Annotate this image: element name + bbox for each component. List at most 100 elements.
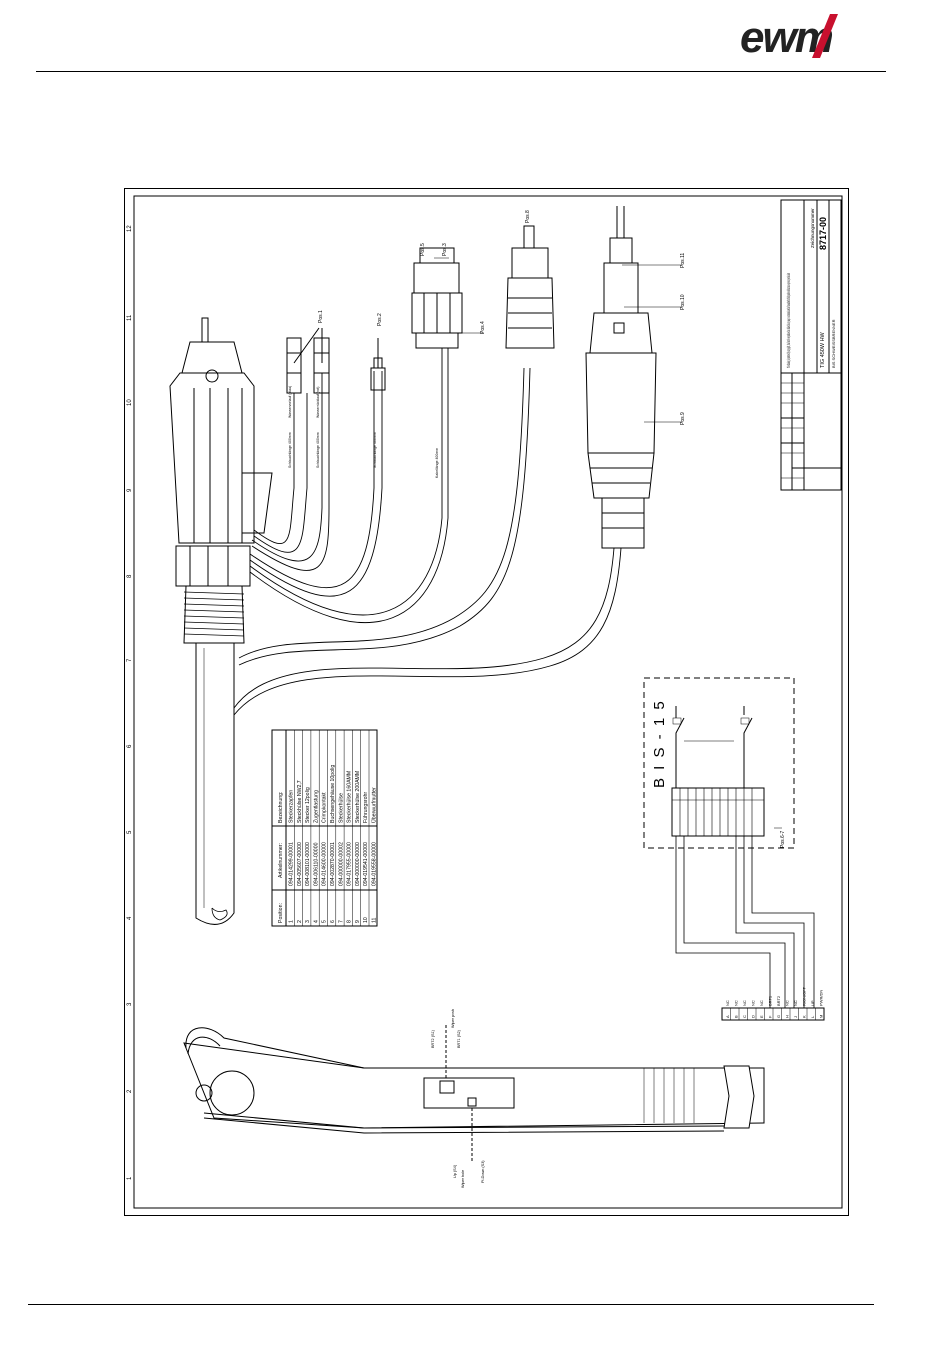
torch-label: Pl-Down (S3): [481, 1160, 485, 1183]
table-header: Artikelnummer:: [278, 843, 284, 878]
pin-note: NC: [751, 1000, 756, 1006]
torch-handle: BRT2 (S1) Wiper pvsh BRT1 (S2) Up (S4) W…: [183, 1009, 765, 1188]
table-cell: 094-019541-00000: [363, 842, 369, 886]
pin-note: NC: [742, 1000, 747, 1006]
pin-note: PWR/DN: [819, 990, 824, 1006]
table-cell: 094-019558-00000: [372, 842, 378, 886]
torch-label: Wiper hole: [461, 1170, 465, 1188]
grid-number: 2: [127, 1089, 133, 1093]
table-cell: 094-002870-00001: [330, 842, 336, 886]
table-cell: 094-005607-00000: [297, 842, 303, 886]
table-cell: 094-014299-00001: [289, 842, 295, 886]
table-cell: 1: [289, 920, 295, 923]
table-cell: 5: [322, 920, 328, 923]
pos-label: Pos.9: [680, 412, 686, 425]
table-header: Bezeichnung:: [278, 792, 284, 823]
torch-label: BRT2 (S1): [431, 1029, 435, 1048]
table-cell: 094-008101-00000: [305, 842, 311, 886]
cable-label: Schlauchlänge 400mm: [373, 432, 377, 468]
pin-note: NC: [734, 1000, 739, 1006]
grid-number: 9: [127, 488, 133, 492]
module-label: B I S - 1 5: [651, 699, 668, 788]
table-cell: Crimpkontakt: [322, 792, 328, 823]
torch-label: Up (S4): [453, 1164, 457, 1178]
gas-fitting: [370, 338, 386, 391]
sheet-inner-border: [133, 195, 843, 1209]
table-cell: Steckerhülse 200AMM: [355, 771, 361, 823]
cable-label: Schlauchlänge 400mm: [288, 432, 292, 468]
pos-label: Pos.11: [680, 253, 686, 268]
ewm-logo: ewm: [740, 14, 838, 58]
table-cell: Buchsengehäuse 10polig: [330, 765, 336, 823]
pin-label: G: [776, 1015, 781, 1018]
water-fittings: [286, 327, 330, 394]
pin-label: J: [793, 1016, 798, 1018]
pos-label: Pos.8: [525, 210, 531, 223]
pin-label: K: [802, 1015, 807, 1018]
pos-label: Pos.10: [680, 294, 686, 310]
table-cell: Steckerhülse: [338, 793, 344, 823]
pos-label: Pos.3: [442, 243, 448, 256]
pin-note: BRT2: [776, 995, 781, 1006]
control-connector: [411, 247, 463, 349]
torch-label: BRT1 (S2): [457, 1029, 461, 1048]
grid-number: 12: [127, 225, 133, 232]
table-cell: 094-000000-00002: [338, 842, 344, 886]
table-cell: Steckhülse NW2,7: [297, 780, 303, 823]
table-cell: 094-006110-00000: [313, 842, 319, 886]
parts-table: Position: Artikelnummer: Bezeichnung: 1 0…: [271, 729, 378, 927]
copyright-note: This drawing is protected by copyright, …: [786, 273, 791, 368]
hose-cables: [233, 348, 622, 716]
table-cell: 6: [330, 920, 336, 923]
pin-label: H: [785, 1015, 790, 1018]
grid-number: 1: [127, 1176, 133, 1180]
grid-number: 8: [127, 574, 133, 578]
table-cell: 8: [347, 920, 353, 923]
table-header: Position:: [278, 903, 284, 923]
grid-number: 7: [127, 658, 133, 662]
grid-number: 6: [127, 744, 133, 748]
pin-label: L: [810, 1015, 815, 1018]
pin-note: NC: [759, 1000, 764, 1006]
footer-rule: [28, 1304, 874, 1305]
drawing-product: TIG 450W HW: [820, 331, 826, 368]
pin-label: D: [751, 1015, 756, 1018]
grid-number: 3: [127, 1002, 133, 1006]
pin-label: B: [734, 1015, 739, 1018]
cable-label: Wasservorlauf (blau): [288, 386, 292, 418]
pos-label: Pos.1: [318, 310, 324, 323]
table-cell: 4: [313, 920, 319, 923]
table-cell: 7: [338, 920, 344, 923]
cable-label: Schlauchlänge 400mm: [316, 432, 320, 468]
grid-number: 10: [127, 399, 133, 406]
header-rule: [36, 71, 886, 72]
table-cell: Steckerzapfen: [289, 790, 295, 823]
table-cell: 094-017955-00000: [347, 842, 353, 886]
pos-label: Pos.5: [420, 243, 426, 256]
pin-note: NC: [793, 1000, 798, 1006]
pin-note: R/ON/OFF: [802, 986, 807, 1006]
wiring-drawing: 1 2 3 4 5 6 7 8 9 10 11 12 This drawing …: [124, 188, 849, 1216]
pin-label: M: [819, 1015, 824, 1018]
logo-accent-stroke: [812, 14, 838, 58]
sheet-outer-border: [124, 188, 849, 1216]
grid-number: 5: [127, 830, 133, 834]
pin-label: C: [742, 1015, 747, 1018]
pos-label: Pos.2: [377, 313, 383, 326]
pin-note: NC: [725, 1000, 730, 1006]
pin-note: BRT1: [768, 995, 773, 1006]
table-cell: Zugentlastung: [313, 790, 319, 823]
grid-numbers: 1 2 3 4 5 6 7 8 9 10 11 12: [127, 225, 133, 1180]
drawing-subtitle: BIS SCHWEISSBRENNER: [831, 319, 836, 368]
pin-note: NC: [785, 1000, 790, 1006]
pos-label: Pos.4: [480, 321, 486, 334]
table-cell: 2: [297, 920, 303, 923]
table-cell: Führungsrohr: [363, 792, 369, 823]
pin-label: E: [759, 1015, 764, 1018]
torch-label: Wiper pvsh: [451, 1009, 455, 1028]
table-cell: 11: [372, 918, 378, 923]
grid-number: 4: [127, 916, 133, 920]
pin-note: UP: [810, 1000, 815, 1006]
schematic-wires: [675, 836, 815, 1008]
table-cell: Überwurfmutter: [371, 787, 378, 823]
